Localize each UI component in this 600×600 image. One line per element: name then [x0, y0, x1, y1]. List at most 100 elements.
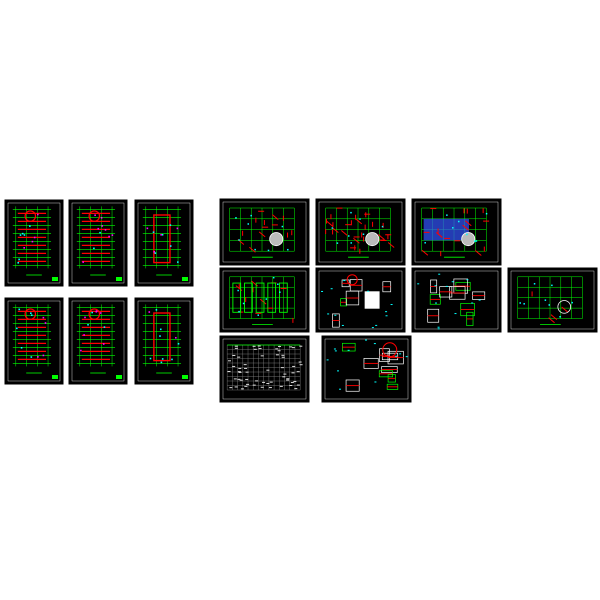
- sheet-inner-border: [222, 270, 307, 330]
- beam-member: [341, 230, 348, 236]
- drawing-sheet-R6[interactable]: [410, 266, 503, 334]
- column-mark: [84, 316, 86, 319]
- table-cell-text: [239, 379, 243, 381]
- column-mark: [171, 358, 173, 361]
- dim-mark: [385, 311, 388, 313]
- sheet-inner-border: [137, 202, 191, 284]
- dim-mark: [375, 324, 378, 326]
- drawing-sheet-L3[interactable]: [133, 198, 195, 288]
- dim-mark: [334, 350, 337, 352]
- table-cell-text: [280, 367, 284, 369]
- column-mark: [100, 217, 103, 219]
- sheet-inner-border: [510, 270, 595, 330]
- column-mark: [279, 291, 281, 293]
- table-cell-text: [278, 345, 282, 347]
- column-mark: [169, 245, 172, 247]
- column-mark: [381, 225, 384, 228]
- column-mark: [424, 242, 426, 244]
- sheet-inner-border: [7, 300, 61, 382]
- dim-mark: [437, 328, 440, 330]
- round-core: [461, 232, 476, 247]
- column-mark: [37, 356, 39, 358]
- column-mark: [551, 284, 553, 287]
- dim-mark: [327, 313, 330, 315]
- column-mark: [42, 354, 45, 357]
- beam-member: [259, 298, 267, 305]
- column-mark: [175, 336, 177, 339]
- dim-mark: [451, 281, 454, 283]
- drawing-sheet-L5[interactable]: [67, 296, 129, 386]
- dim-mark: [405, 356, 408, 358]
- room-outline: [279, 282, 288, 313]
- column-mark: [146, 227, 149, 230]
- table-cell-text: [238, 367, 242, 369]
- column-mark: [544, 299, 547, 301]
- drawing-sheet-L4[interactable]: [3, 296, 65, 386]
- table-cell-text: [296, 384, 300, 386]
- drawing-sheet-R4[interactable]: [218, 266, 311, 334]
- column-mark: [101, 225, 104, 227]
- round-core: [269, 232, 284, 247]
- drawing-sheet-R1[interactable]: [218, 197, 311, 267]
- table-cell-text: [252, 384, 256, 386]
- sheet-frame: [314, 197, 407, 267]
- drawing-sheet-R2[interactable]: [314, 197, 407, 267]
- table-cell-text: [260, 386, 264, 388]
- room-outline: [267, 282, 277, 313]
- drawing-sheet-R3[interactable]: [410, 197, 503, 267]
- table-cell-text: [227, 370, 231, 372]
- column-mark: [265, 298, 268, 300]
- column-mark: [287, 248, 289, 251]
- drawing-sheet-R8[interactable]: [218, 334, 311, 404]
- drawing-sheet-L6[interactable]: [133, 296, 195, 386]
- sheet-inner-border: [7, 202, 61, 284]
- dim-mark: [445, 285, 448, 287]
- slab-fill: [423, 218, 469, 241]
- column-mark: [559, 316, 561, 318]
- column-mark: [362, 233, 365, 235]
- sheet-stamp: [52, 375, 58, 379]
- beam-member: [550, 314, 558, 320]
- column-mark: [176, 227, 179, 230]
- column-mark: [159, 328, 162, 331]
- dim-mark: [395, 355, 398, 357]
- beam-member: [561, 306, 568, 313]
- drawing-sheet-R5[interactable]: [314, 266, 407, 334]
- column-mark: [91, 311, 93, 314]
- column-mark: [519, 302, 521, 304]
- column-mark: [17, 261, 20, 264]
- table-cell-text: [296, 371, 300, 373]
- column-mark: [161, 358, 164, 360]
- column-mark: [235, 217, 237, 219]
- column-mark: [523, 303, 525, 305]
- table-cell-text: [286, 379, 290, 381]
- table-cell-text: [299, 345, 303, 347]
- table-cell-text: [289, 346, 293, 348]
- drawing-sheet-L1[interactable]: [3, 198, 65, 288]
- table-cell-text: [244, 385, 248, 387]
- beam-member: [153, 312, 171, 362]
- column-mark: [177, 261, 179, 263]
- table-cell-text: [298, 361, 302, 363]
- column-mark: [247, 223, 250, 225]
- column-mark: [19, 234, 22, 236]
- column-mark: [238, 239, 240, 241]
- dim-mark: [374, 381, 377, 383]
- room-outline: [232, 282, 242, 313]
- sheet-inner-border: [222, 201, 307, 263]
- column-mark: [533, 283, 536, 285]
- drawing-sheet-L2[interactable]: [67, 198, 129, 288]
- column-mark: [33, 236, 36, 239]
- dim-mark: [454, 313, 457, 315]
- table-cell-text: [258, 348, 262, 350]
- table-cell-text: [234, 345, 238, 347]
- beam-member: [378, 234, 385, 240]
- dim-mark: [438, 273, 441, 275]
- column-mark: [31, 240, 34, 243]
- sheet-inner-border: [137, 300, 191, 382]
- column-mark: [474, 240, 476, 242]
- column-mark: [87, 323, 89, 326]
- drawing-sheet-R7[interactable]: [506, 266, 599, 334]
- table-cell-text: [289, 385, 293, 387]
- drawing-sheet-R9[interactable]: [320, 334, 413, 404]
